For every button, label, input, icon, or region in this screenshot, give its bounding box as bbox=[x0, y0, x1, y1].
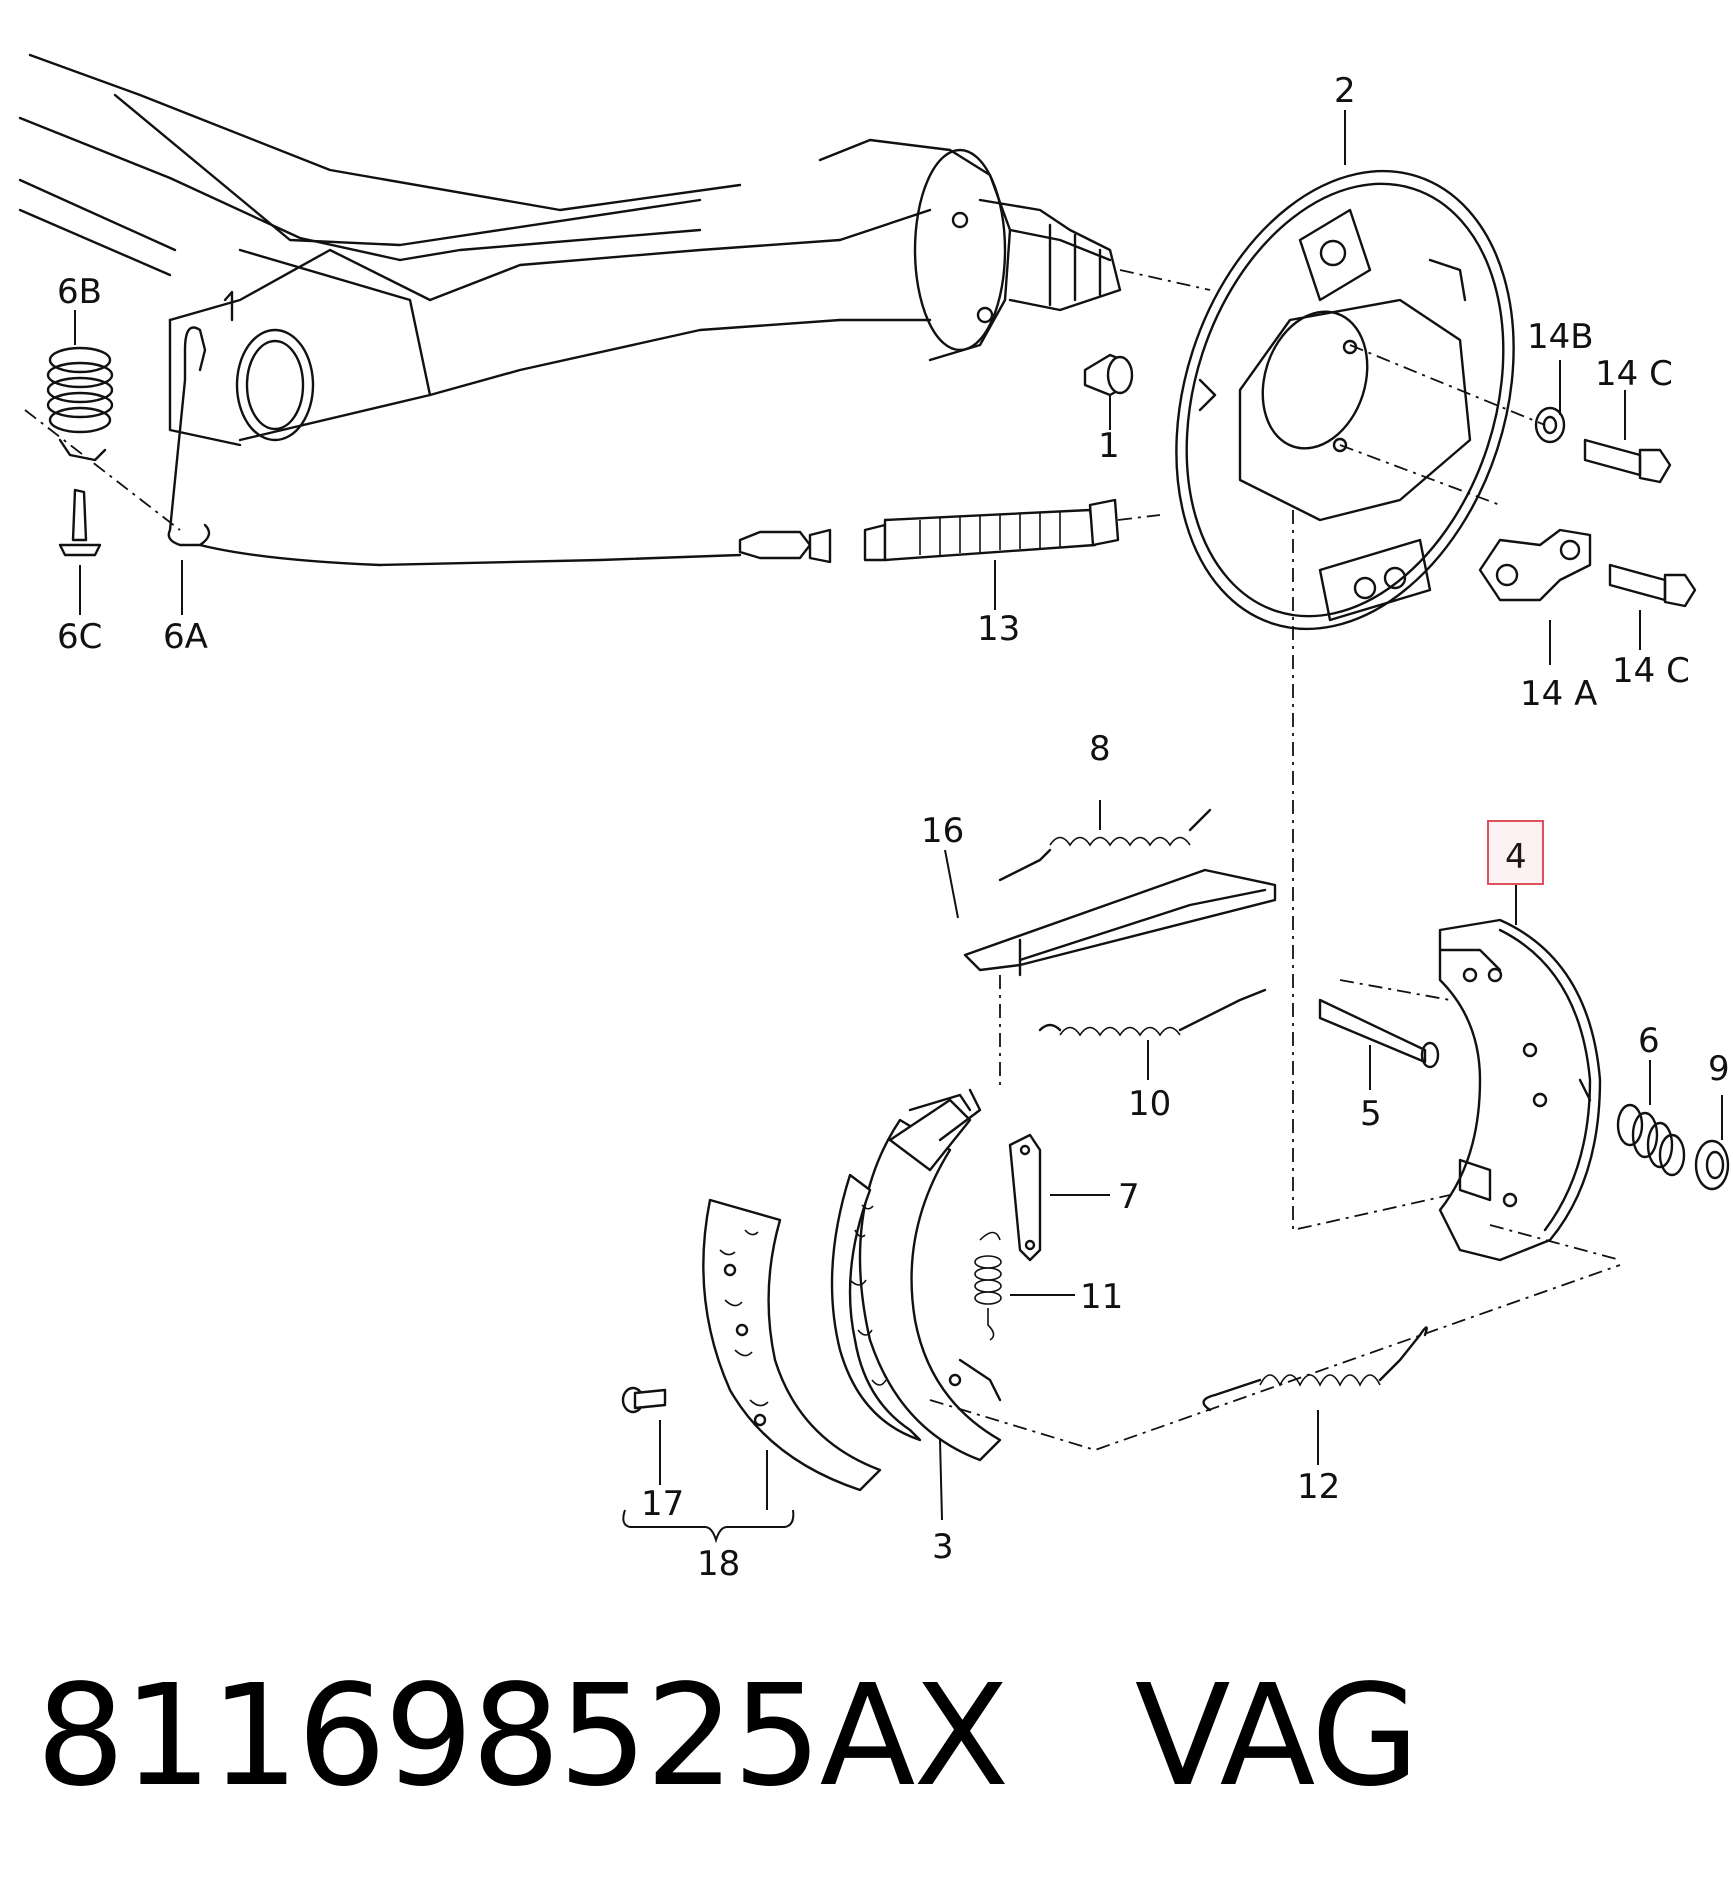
callout-6c: 6C bbox=[57, 617, 102, 657]
part-8-upper-return-spring bbox=[998, 808, 1212, 882]
part-14c-bolt-upper bbox=[1583, 438, 1672, 484]
part-6a-cable-clip bbox=[167, 326, 211, 547]
part-7-parking-lever bbox=[1008, 1133, 1042, 1262]
part-12-lower-spring bbox=[1202, 1326, 1428, 1412]
part-17-rivet bbox=[621, 1386, 667, 1414]
part-10-lower-return-spring bbox=[1038, 988, 1267, 1037]
part-14c-bolt-lower bbox=[1608, 563, 1697, 608]
part-6b-spring bbox=[46, 346, 114, 462]
callout-5: 5 bbox=[1360, 1094, 1382, 1134]
part-6-hold-down-spring bbox=[1616, 1103, 1686, 1177]
callout-2: 2 bbox=[1334, 71, 1356, 111]
callout-3: 3 bbox=[932, 1527, 954, 1567]
part-6c-screw bbox=[58, 488, 102, 557]
callout-8: 8 bbox=[1089, 729, 1111, 769]
part-1-plug bbox=[1083, 353, 1134, 397]
part-11-adjuster-spring bbox=[974, 1231, 1002, 1341]
part-9-spring-cap bbox=[1694, 1139, 1730, 1191]
part-18-brake-lining bbox=[702, 1198, 882, 1492]
callout-18: 18 bbox=[697, 1544, 740, 1584]
callout-10: 10 bbox=[1128, 1084, 1171, 1124]
callout-6a: 6A bbox=[163, 617, 208, 657]
brake-backing-plate bbox=[1175, 169, 1515, 631]
callout-11: 11 bbox=[1080, 1277, 1123, 1317]
part-4-brake-shoe-right bbox=[1438, 918, 1602, 1262]
callout-12: 12 bbox=[1297, 1467, 1340, 1507]
callout-13: 13 bbox=[977, 609, 1020, 649]
part-3-brake-shoe-left bbox=[830, 1088, 1002, 1462]
part-5-hold-down-pin bbox=[1318, 998, 1440, 1069]
callout-14c-lower: 14 C bbox=[1612, 651, 1690, 691]
part-number-caption: 811698525AX VAG bbox=[36, 1655, 1419, 1818]
part-16-strut-bar bbox=[963, 868, 1277, 977]
part-14a-mounting-plate bbox=[1478, 528, 1592, 602]
callout-6b: 6B bbox=[57, 272, 102, 312]
callout-17: 17 bbox=[641, 1484, 684, 1524]
part-13-handbrake-cable bbox=[198, 498, 1120, 567]
callout-leader-lines bbox=[74, 110, 1723, 1544]
callout-4-highlight-box bbox=[1487, 820, 1544, 885]
callout-14b: 14B bbox=[1527, 317, 1594, 357]
rear-axle-beam bbox=[18, 53, 1122, 447]
callout-7: 7 bbox=[1118, 1177, 1140, 1217]
callout-14a: 14 A bbox=[1520, 674, 1597, 714]
callout-1: 1 bbox=[1098, 426, 1120, 466]
callout-4: 4 bbox=[1505, 837, 1527, 877]
callout-14c-upper: 14 C bbox=[1595, 354, 1673, 394]
callout-16: 16 bbox=[921, 811, 964, 851]
callout-labels: 2 1 14B 14 C 14 A 14 C 6B 6C 6A 13 8 16 … bbox=[57, 71, 1730, 1584]
part-14b-spring-washer bbox=[1534, 406, 1566, 444]
callout-9: 9 bbox=[1708, 1049, 1730, 1089]
callout-6: 6 bbox=[1638, 1021, 1660, 1061]
